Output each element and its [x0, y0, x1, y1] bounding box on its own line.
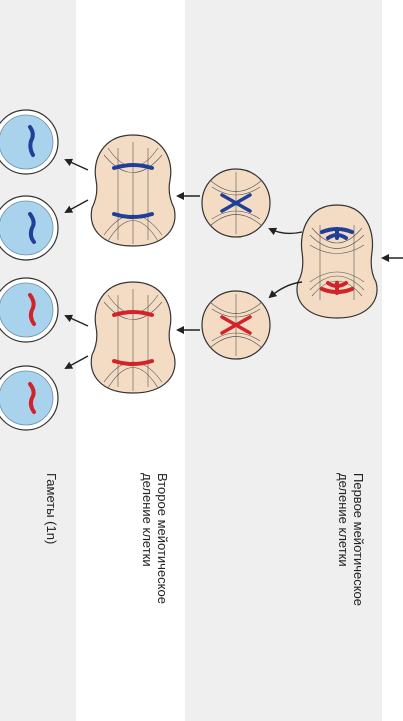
gametes-label-text: Гаметы (1n)	[44, 473, 59, 545]
parent-red-chromosomes	[320, 281, 354, 295]
daughter-bottom-chromosomes	[220, 315, 252, 335]
daughter-cell-top	[201, 168, 271, 238]
daughter-top-chromosomes	[220, 193, 252, 213]
arrow-to-daughter-bottom	[268, 281, 303, 299]
daughter-cell-bottom	[201, 290, 271, 360]
gamete-3	[0, 277, 59, 343]
meiosis2-label-line2: деление клетки	[140, 473, 155, 567]
meiosis2-bottom-chromosomes	[112, 310, 154, 366]
gametes-label: Гаметы (1n)	[44, 473, 59, 544]
meiosis2-cell-bottom	[90, 281, 176, 394]
parent-cell	[296, 204, 378, 319]
gamete-1	[0, 109, 59, 175]
arrow-to-gamete-1	[64, 158, 89, 171]
meiosis1-label-line2: деление клетки	[336, 473, 351, 567]
meiosis1-label-line1: Первое мейотическое	[351, 473, 366, 607]
gamete-4	[0, 365, 59, 431]
arrow-to-gamete-2	[64, 199, 89, 213]
meiosis1-band	[185, 0, 382, 721]
meiosis1-label: Первое мейотическое деление клетки	[336, 473, 366, 606]
gamete-2	[0, 195, 59, 261]
right-edge	[382, 0, 403, 721]
meiosis2-label-line1: Второе мейотическое	[155, 473, 170, 604]
meiosis2-label: Второе мейотическое деление клетки	[140, 473, 170, 604]
meiosis2-cell-top	[90, 134, 176, 247]
parent-cell-membrane	[296, 204, 378, 319]
parent-spindle	[309, 225, 365, 300]
meiosis2-top-chromosomes	[112, 163, 154, 219]
arrow-to-gamete-4	[64, 355, 89, 369]
arrow-to-daughter-top	[268, 227, 303, 236]
arrow-to-gamete-3	[64, 314, 89, 327]
parent-blue-chromosomes	[320, 227, 354, 240]
daughter-top-spindle	[209, 172, 263, 234]
daughter-bottom-spindle	[209, 294, 263, 356]
